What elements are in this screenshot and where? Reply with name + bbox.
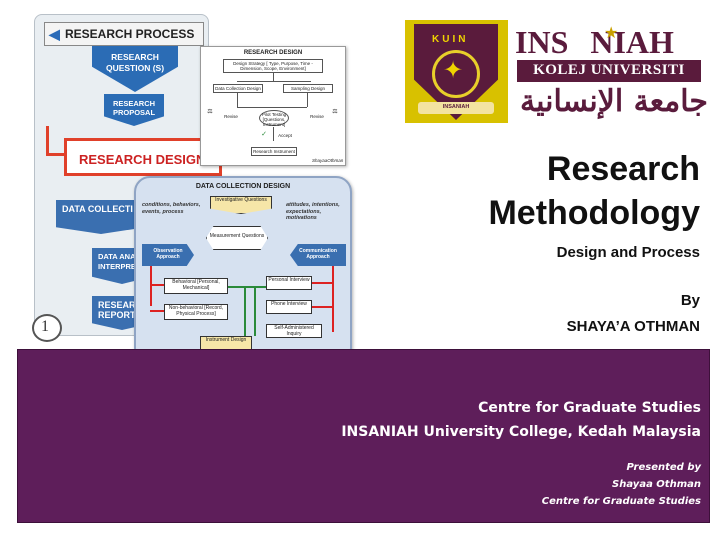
presenter-unit: Centre for Graduate Studies [541, 496, 701, 507]
title-line-1: Research [546, 150, 700, 188]
subtitle: Design and Process [556, 244, 700, 261]
rd-connector [237, 81, 311, 82]
right-note: attitudes, intentions, expectations, mot… [286, 202, 340, 221]
investigative-questions-box: Investigative Questions [210, 196, 272, 214]
rd-card-title: RESEARCH DESIGN [243, 50, 303, 56]
kuin-logo-text: KUIN [432, 34, 469, 45]
star-icon: ★ [604, 25, 619, 42]
kuin-emblem [432, 50, 480, 98]
dc-connector [312, 306, 332, 308]
by-label: By [680, 292, 700, 309]
star-icon: ✦ [443, 57, 464, 84]
presenter-name: Shayaa Othman [612, 479, 701, 490]
measurement-questions-box: Measurement Questions [206, 226, 268, 250]
dc-connector [254, 286, 256, 336]
presented-by-label: Presented by [626, 462, 701, 473]
dc-connector [228, 286, 266, 288]
dc-connector [332, 266, 334, 332]
research-process-title: ◀ RESEARCH PROCESS [44, 22, 204, 46]
non-behavioral-box: Non-behavioral [Record, Physical Process… [164, 304, 228, 320]
rd-connector [307, 93, 308, 107]
centre-label: Centre for Graduate Studies [478, 400, 701, 416]
data-collection-design-box: Data Collection Design [213, 84, 263, 93]
research-design-step: RESEARCH DESIGN [64, 138, 222, 176]
rd-credit: ShayaaOthman [311, 157, 344, 163]
communication-approach-box: Communication Approach [290, 244, 346, 266]
data-collection-step: DATA COLLECTI [56, 200, 146, 234]
connector-line [46, 126, 66, 156]
personal-interview-box: Personal Interview [266, 276, 312, 290]
scroll-roll: 1 [32, 314, 62, 342]
author-name: SHAYA’A OTHMAN [566, 318, 700, 335]
dc-connector [150, 266, 152, 306]
insaniah-wordmark-right: NIAH [590, 24, 674, 60]
research-design-card: RESEARCH DESIGN Design Strategy [ Type, … [200, 46, 346, 166]
observation-approach-box: Observation Approach [142, 244, 194, 266]
rd-connector [273, 127, 274, 141]
revise-left-label: Revise [221, 113, 241, 120]
kolej-universiti-label: KOLEJ UNIVERSITI [517, 60, 701, 82]
phone-interview-box: Phone Interview [266, 300, 312, 314]
dc-connector [150, 284, 164, 286]
college-label: INSANIAH University College, Kedah Malay… [341, 424, 701, 440]
scale-icon: ⚖ [204, 109, 216, 117]
dc-card-title: DATA COLLECTION DESIGN [195, 183, 291, 190]
scroll-number: 1 [41, 318, 49, 335]
title-line-2: Methodology [488, 194, 700, 232]
footer-band [17, 349, 710, 523]
pilot-testing-box: Pilot Testing [Questions, Instrument] [259, 110, 289, 127]
data-collection-design-card: DATA COLLECTION DESIGN Investigative Que… [134, 176, 352, 364]
arabic-wordmark: جامعة الإنسانية [520, 84, 708, 119]
dc-connector [244, 286, 246, 336]
accept-label: Accept [275, 132, 295, 139]
research-process-label: RESEARCH PROCESS [65, 27, 195, 41]
scale-icon: ⚖ [329, 109, 341, 117]
dc-connector [312, 282, 332, 284]
arrow-left-icon: ◀ [49, 26, 60, 42]
self-administered-box: Self-Administered Inquiry [266, 324, 322, 338]
sampling-design-box: Sampling Design [283, 84, 333, 93]
rd-connector [237, 93, 238, 107]
left-note: conditions, behaviors, events, process [142, 202, 201, 215]
research-instrument-box: Research Instrument [251, 147, 297, 156]
kuin-ribbon: INSANIAH [418, 102, 494, 114]
insaniah-wordmark: INS NIAH [515, 24, 674, 61]
insaniah-wordmark-left: INS [515, 24, 569, 60]
dc-connector [150, 310, 164, 312]
revise-right-label: Revise [307, 113, 327, 120]
rd-connector [237, 107, 307, 108]
design-strategy-box: Design Strategy [ Type, Purpose, Time - … [223, 59, 323, 73]
rd-connector [273, 73, 274, 81]
behavioral-box: Behavioral [Personal, Mechanical] [164, 278, 228, 294]
check-icon: ✓ [259, 131, 269, 139]
